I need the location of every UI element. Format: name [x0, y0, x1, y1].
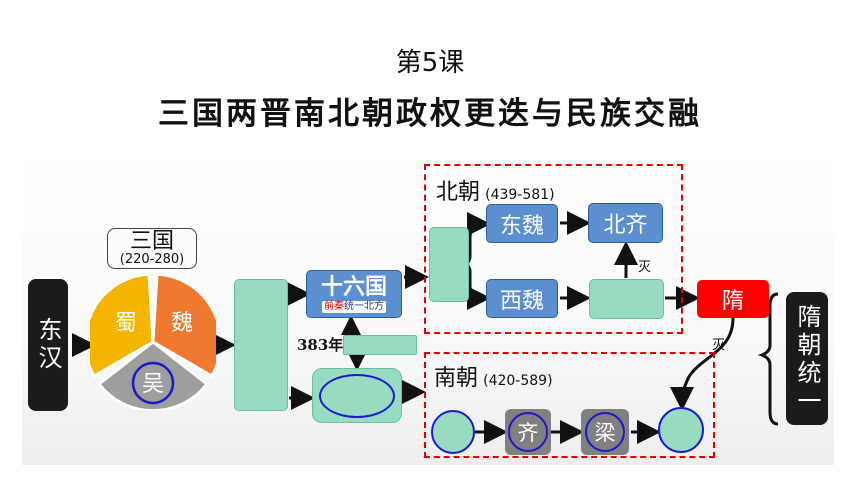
liang-box: 梁 [581, 409, 629, 455]
sanguo-label: 三国 [129, 228, 174, 254]
north-dynasties-frame [424, 164, 683, 334]
sui-unify-box: 隋朝统一 [786, 292, 828, 425]
donghan-box: 东汉 [28, 279, 68, 411]
pie-label-shu: 蜀 [115, 311, 137, 336]
qi-box: 齐 [505, 409, 551, 455]
pie-label-wei: 魏 [171, 311, 193, 336]
qi-label: 齐 [508, 412, 548, 452]
south-dynasties-frame [424, 352, 715, 458]
dongjin-blank[interactable] [312, 368, 402, 423]
unify-north-text: 统一北方 [344, 301, 384, 312]
south-title: 南朝 (420-589) [434, 360, 553, 392]
chen-blank[interactable] [658, 407, 704, 453]
pie-slice-shu [90, 274, 155, 379]
north-years: (439-581) [485, 187, 555, 203]
lesson-number: 第5课 [395, 48, 465, 78]
wu-highlight-circle [131, 361, 175, 405]
sixteen-subtitle: 前秦统一北方 [322, 301, 386, 313]
beiqi-box: 北齐 [588, 203, 663, 243]
xijin-blank[interactable] [234, 279, 288, 411]
year-383-label: 383年 [297, 336, 344, 354]
sanguo-years: (220-280) [119, 251, 185, 267]
mie-label-north: 灭 [638, 260, 652, 275]
xiwei-box: 西魏 [486, 279, 558, 318]
dongwei-box: 东魏 [486, 204, 558, 243]
sanguo-pie: 蜀 魏 吴 [90, 274, 216, 410]
feishui-blank[interactable] [343, 335, 417, 355]
pie-slice-wei [151, 274, 216, 379]
sui-box: 隋 [697, 280, 769, 318]
brace-sui-unify [757, 292, 779, 426]
dongjin-highlight-ellipse [319, 373, 395, 418]
north-label: 北朝 [436, 180, 481, 205]
beiwei-blank[interactable] [429, 227, 469, 302]
south-years: (420-589) [483, 373, 553, 389]
song-blank[interactable] [431, 410, 475, 454]
beizhou-blank[interactable] [589, 279, 664, 319]
page-title: 三国两晋南北朝政权更迭与民族交融 [158, 96, 702, 132]
pie-slice-wu [96, 340, 210, 410]
qianqin-text: 前秦 [324, 301, 344, 312]
sixteen-kingdoms-box: 十六国 前秦统一北方 [306, 270, 402, 318]
liang-label: 梁 [585, 412, 625, 452]
north-title: 北朝 (439-581) [436, 174, 555, 206]
sixteen-label: 十六国 [320, 275, 387, 300]
arrow-sui-chen [670, 317, 735, 411]
pie-label-wu: 吴 [142, 372, 164, 397]
mie-label-south: 灭 [712, 338, 726, 353]
south-label: 南朝 [434, 366, 479, 391]
sanguo-label-box: 三国 (220-280) [107, 228, 197, 269]
